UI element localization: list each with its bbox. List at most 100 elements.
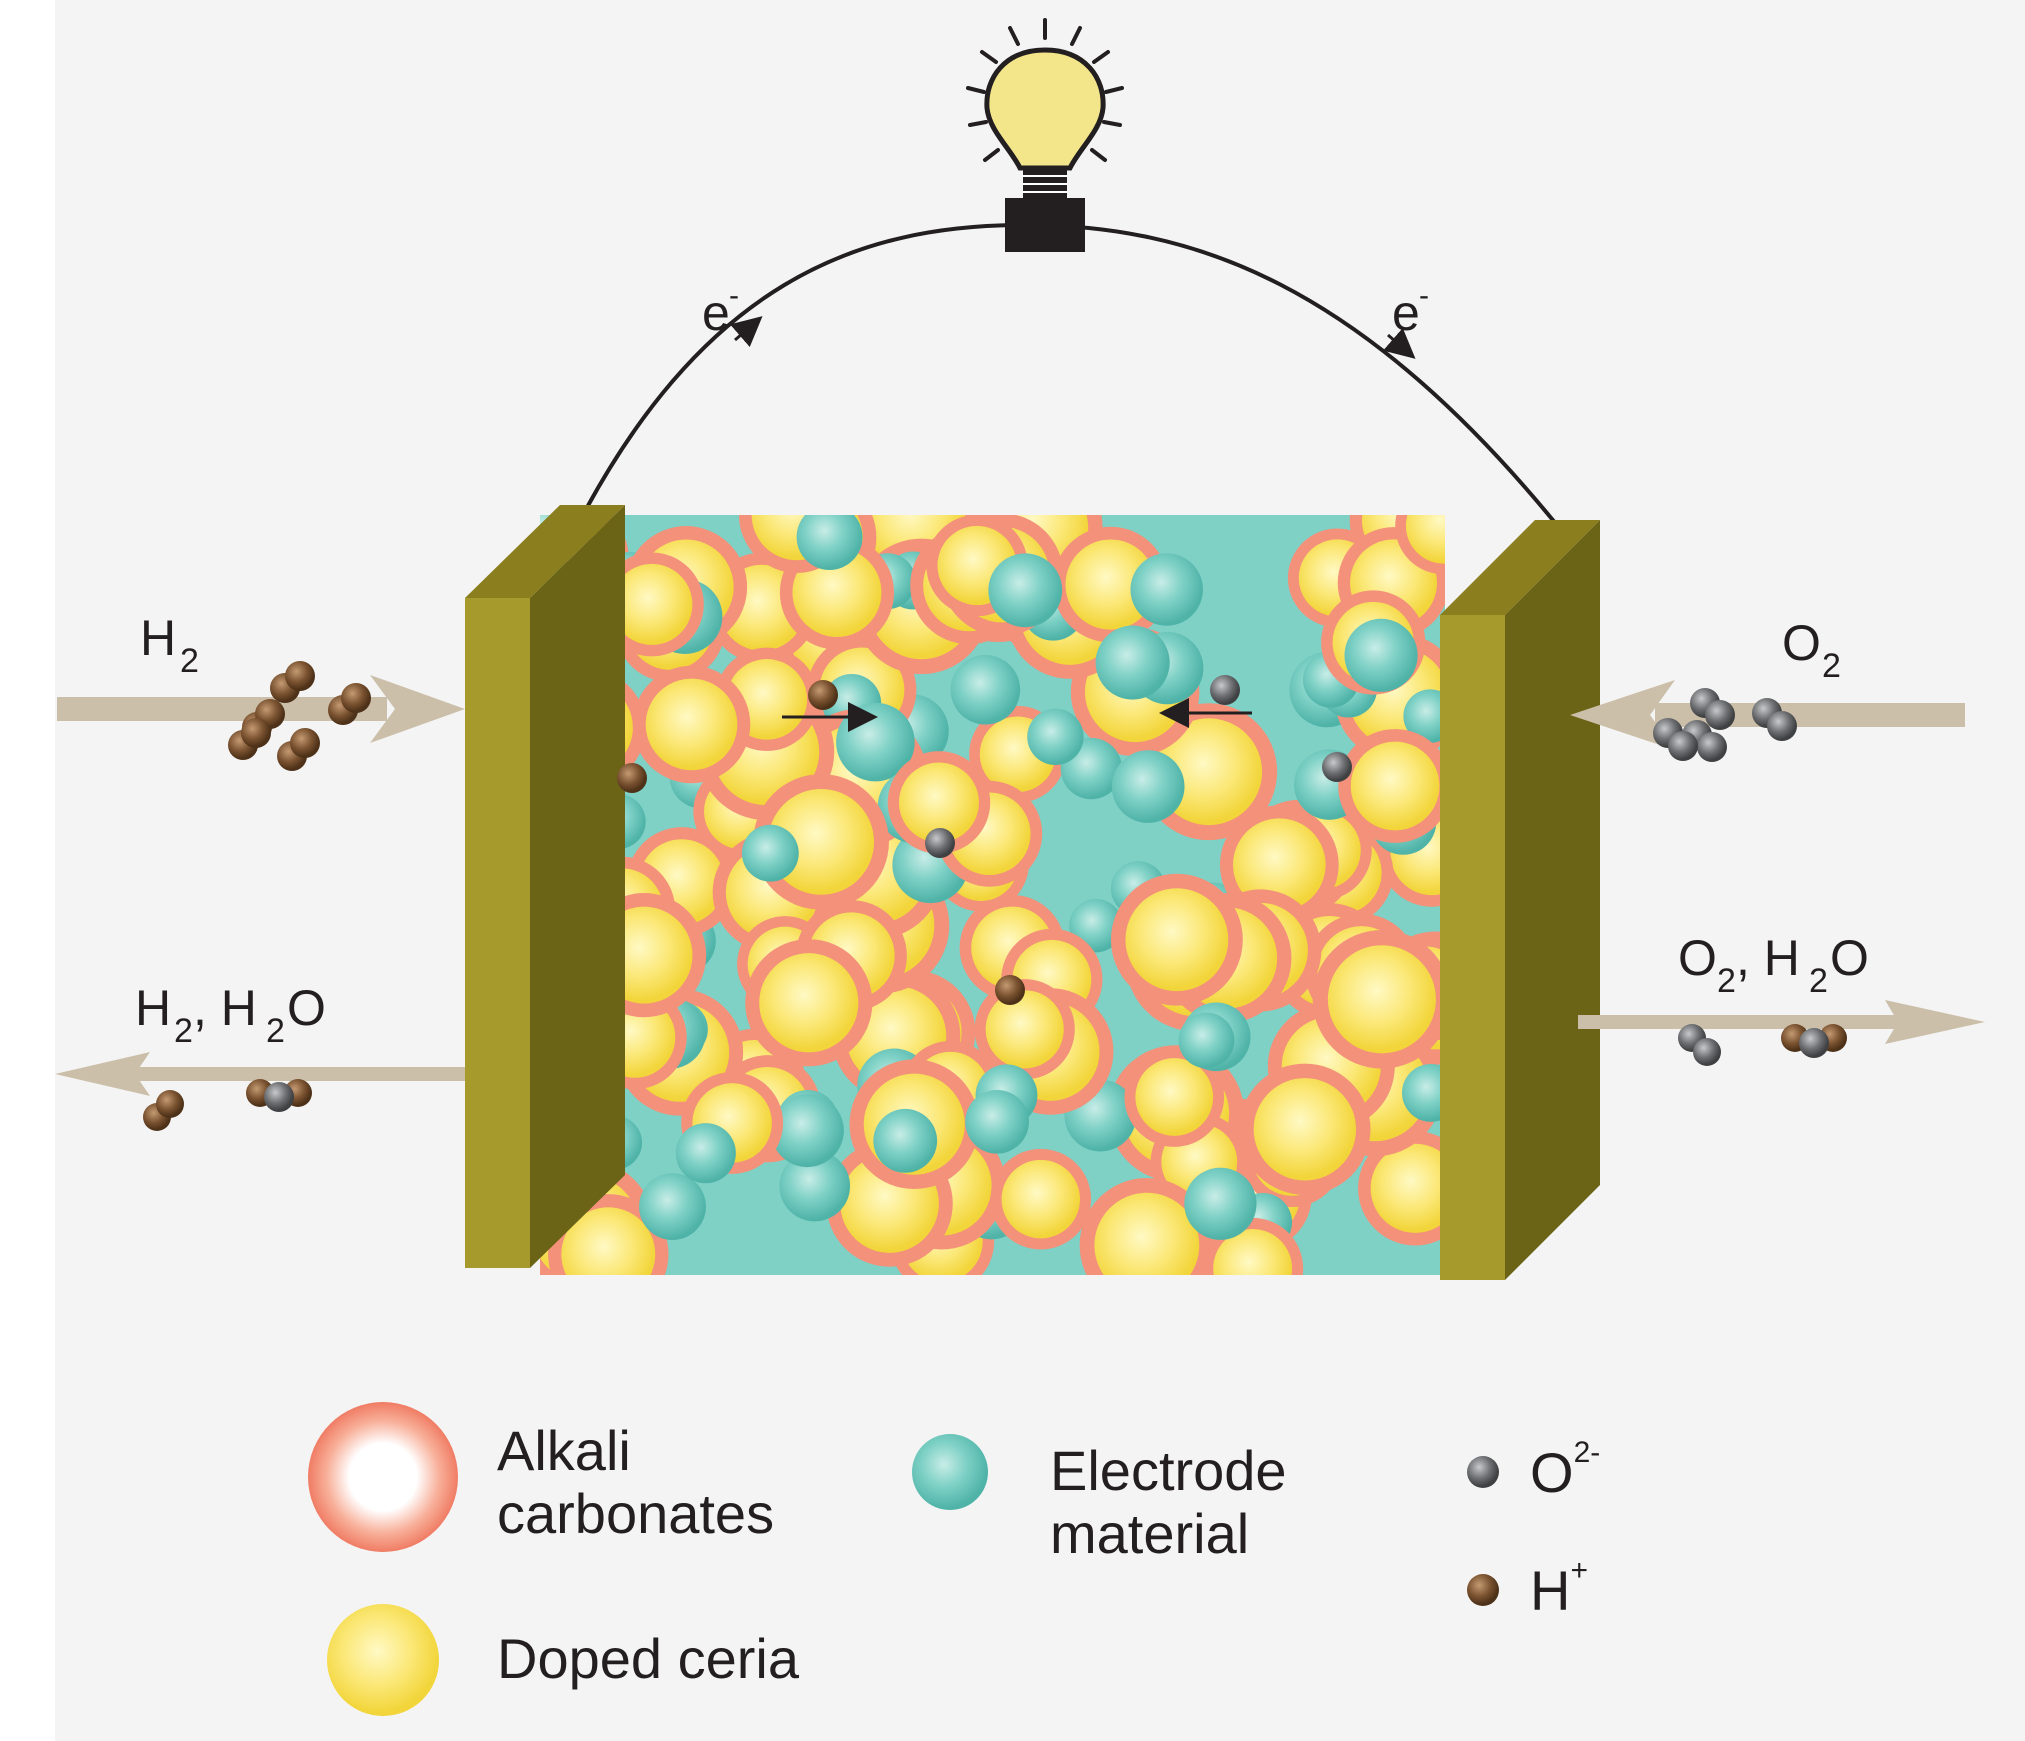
ion-transport-markers: [617, 675, 1352, 1005]
doped-ceria-core: [561, 1207, 656, 1275]
outlet-molecules-left: [143, 1079, 312, 1131]
svg-text:2: 2: [180, 642, 199, 680]
svg-text:O: O: [1782, 615, 1821, 671]
cathode-plate: [1440, 520, 1600, 1280]
outlet-molecules-right: [1678, 1024, 1847, 1066]
o2-molecules: [1653, 688, 1797, 762]
svg-text:e: e: [1392, 285, 1420, 341]
external-circuit-wire: [568, 222, 1567, 541]
h2-molecules: [228, 661, 371, 771]
electrode-material-particle: [1403, 689, 1445, 743]
legend-oxide-base: O: [1530, 1441, 1574, 1504]
svg-text:2: 2: [1822, 647, 1841, 685]
svg-text:O: O: [1830, 930, 1869, 986]
doped-ceria-core: [1233, 818, 1326, 911]
electrode-material-particle: [988, 553, 1063, 628]
electrode-material-particle: [779, 1150, 851, 1222]
doped-ceria-core: [1327, 945, 1436, 1054]
legend-electrode-line1: Electrode: [1050, 1439, 1287, 1502]
doped-ceria-core: [611, 563, 693, 645]
legend-alkali-line1: Alkali: [497, 1419, 631, 1482]
doped-ceria-core: [1213, 1228, 1293, 1275]
svg-text:-: -: [729, 279, 739, 312]
electrolyte-particle-bed: [540, 515, 1445, 1275]
svg-text:O: O: [287, 980, 326, 1036]
doped-ceria-core: [1125, 888, 1229, 992]
electron-label-left: e -: [702, 279, 763, 348]
doped-ceria-core: [768, 788, 875, 895]
legend-alkali-carbonates-swatch: [308, 1402, 458, 1552]
legend-electrode-line2: material: [1050, 1501, 1250, 1565]
legend-electrode-label: Electrode material: [1050, 1439, 1287, 1565]
legend: [308, 1402, 1499, 1716]
svg-text:, H: , H: [193, 980, 257, 1036]
legend-proton-sup: +: [1570, 1554, 1588, 1587]
light-bulb-icon: [966, 18, 1124, 252]
legend-oxide-swatch: [1467, 1456, 1499, 1488]
doped-ceria-core: [1135, 1058, 1214, 1136]
electrode-material-particle: [741, 824, 799, 882]
doped-ceria-core: [1405, 515, 1445, 564]
electrode-material-particle: [1095, 625, 1170, 700]
doped-ceria-core: [1065, 539, 1156, 630]
h2-h2o-outlet-arrow: H 2 , H 2 O: [55, 980, 465, 1131]
doped-ceria-core: [1370, 1143, 1445, 1233]
electrode-material-particle: [1344, 618, 1418, 692]
svg-text:H: H: [140, 610, 176, 666]
proton-particle: [808, 680, 838, 710]
legend-electrode-swatch: [912, 1434, 988, 1510]
svg-text:2: 2: [1717, 962, 1736, 1000]
doped-ceria-core: [792, 547, 882, 637]
oxide-ion-particle: [1210, 675, 1240, 705]
proton-particle: [995, 975, 1025, 1005]
legend-alkali-line2: carbonates: [497, 1481, 775, 1545]
legend-oxide-ion-label: O2-: [1530, 1436, 1600, 1505]
doped-ceria-core: [645, 678, 738, 771]
legend-proton-label: H+: [1530, 1554, 1588, 1623]
legend-oxide-sup: 2-: [1573, 1436, 1601, 1469]
legend-doped-ceria-label: Doped ceria: [497, 1627, 799, 1690]
svg-text:-: -: [1419, 279, 1429, 312]
electrode-material-particle: [1184, 1167, 1257, 1240]
legend-doped-ceria-swatch: [327, 1604, 439, 1716]
electrode-material-particle: [675, 1123, 736, 1184]
electron-label-right: e -: [1383, 279, 1429, 359]
svg-text:e: e: [702, 285, 730, 341]
electrode-material-particle: [1402, 1063, 1445, 1122]
svg-text:O: O: [1678, 930, 1717, 986]
legend-alkali-carbonates-label: Alkali carbonates: [497, 1419, 775, 1545]
electrode-material-particle: [950, 654, 1021, 725]
electrode-material-particle: [1069, 898, 1123, 953]
doped-ceria-core: [1094, 1192, 1200, 1275]
h2-inlet-arrow: H 2: [57, 610, 465, 771]
svg-text:2: 2: [1809, 962, 1828, 1000]
electrode-material-particle: [1178, 1012, 1235, 1069]
legend-proton-swatch: [1467, 1574, 1499, 1606]
electrode-material-particle: [1111, 750, 1185, 823]
oxide-ion-particle: [925, 828, 955, 858]
svg-text:H: H: [135, 980, 171, 1036]
doped-ceria-core: [759, 953, 859, 1053]
doped-ceria-core: [1350, 741, 1440, 831]
svg-text:2: 2: [174, 1012, 193, 1050]
electrode-material-particle: [965, 1089, 1029, 1154]
electrode-material-particle: [1130, 553, 1203, 626]
legend-proton-base: H: [1530, 1559, 1571, 1622]
doped-ceria-core: [985, 990, 1064, 1069]
o2-h2o-outlet-arrow: O 2 , H 2 O: [1578, 930, 1985, 1066]
doped-ceria-core: [1253, 1078, 1357, 1181]
o2-inlet-arrow: O 2: [1570, 615, 1965, 762]
electrode-material-particle: [873, 1108, 938, 1173]
electrode-material-particle: [639, 1173, 706, 1240]
doped-ceria-core: [1001, 1159, 1081, 1239]
electrode-material-particle: [770, 1094, 844, 1168]
doped-ceria-core: [898, 762, 979, 843]
svg-text:, H: , H: [1736, 930, 1800, 986]
svg-text:2: 2: [266, 1012, 285, 1050]
oxide-ion-particle: [1322, 752, 1352, 782]
proton-particle: [617, 763, 647, 793]
anode-plate: [465, 505, 625, 1268]
electrode-material-particle: [796, 515, 863, 570]
